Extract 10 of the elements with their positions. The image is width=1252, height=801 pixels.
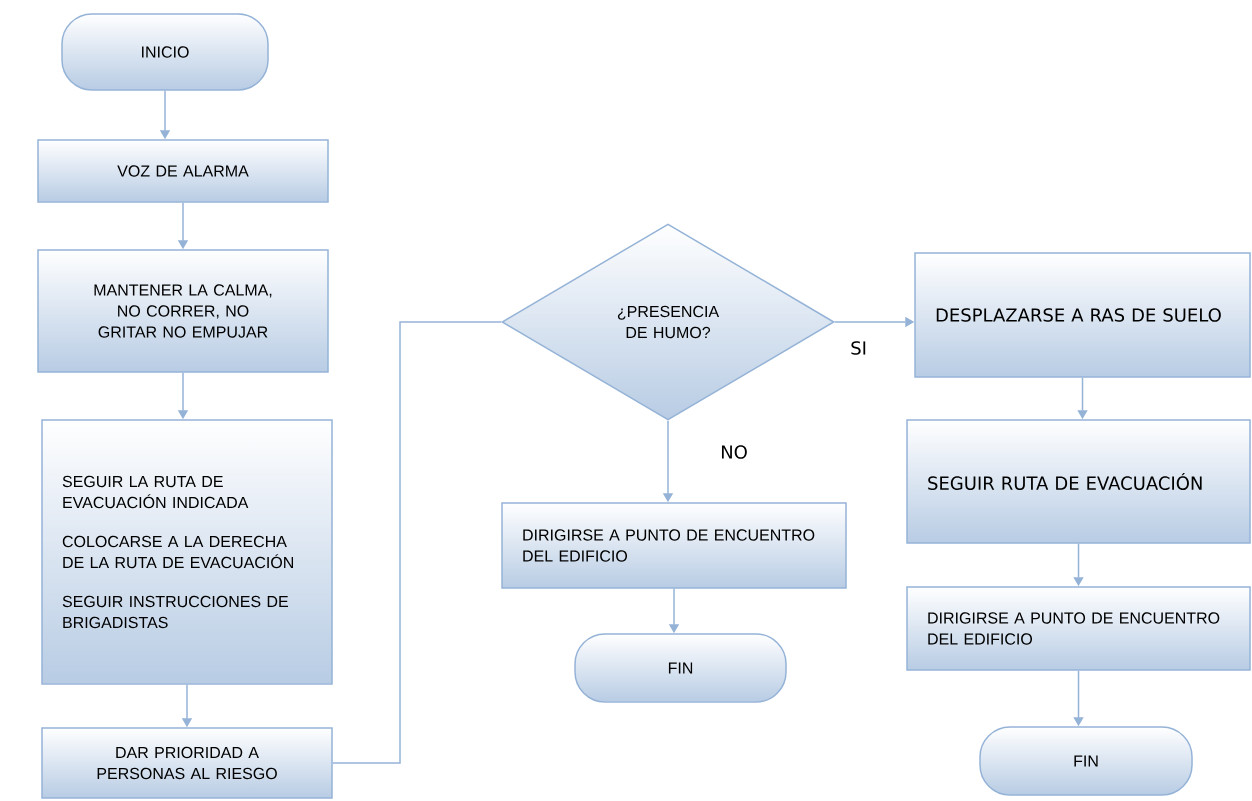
process-box: DIRIGIRSE A PUNTO DE ENCUENTRO DEL EDIFICIO [906, 586, 1251, 671]
process-box: DAR PRIORIDAD A PERSONAS AL RIESGO [41, 727, 333, 799]
process-box: VOZ DE ALARMA [37, 139, 329, 203]
edge-label: NO [718, 443, 750, 461]
process-box: DIRIGIRSE A PUNTO DE ENCUENTRO DEL EDIFICIO [501, 502, 847, 589]
edge-label: SI [848, 339, 869, 357]
process-box: SEGUIR RUTA DE EVACUACIÓN [906, 419, 1251, 544]
process-box: MANTENER LA CALMA, NO CORRER, NO GRITAR NO EMPUJAR [37, 249, 329, 373]
process-box: SEGUIR LA RUTA DE EVACUACIÓN INDICADA COLOCARSE A LA DERECHA DE LA RUTA DE EVACUACIÓN SEGUIR INSTRUCCIONES DE BRIGADISTAS [41, 419, 333, 685]
process-box: DESPLAZARSE A RAS DE SUELO [914, 252, 1251, 378]
